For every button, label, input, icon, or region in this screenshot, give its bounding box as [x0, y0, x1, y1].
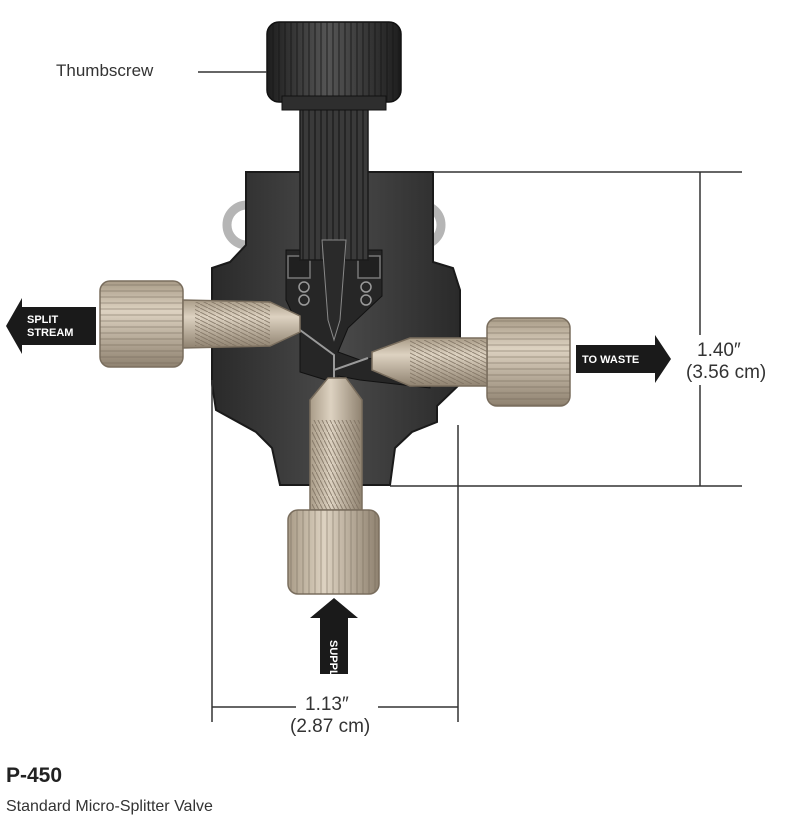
- width-cm: (2.87 cm): [290, 716, 370, 737]
- bottom-fitting: [287, 377, 380, 595]
- supply-arrow: SUPPLY: [310, 598, 358, 684]
- to-waste-label: TO WASTE: [582, 354, 639, 366]
- thumbscrew-stem: [299, 99, 369, 342]
- thumbscrew-label: Thumbscrew: [56, 61, 154, 80]
- left-fitting: [99, 280, 301, 368]
- thumbscrew-cap[interactable]: [266, 21, 402, 111]
- width-inches: 1.13″: [305, 694, 349, 715]
- supply-label: SUPPLY: [327, 640, 339, 684]
- height-dimension: 1.40″ (3.56 cm): [390, 171, 766, 487]
- product-description: Standard Micro-Splitter Valve: [6, 798, 213, 815]
- right-fitting: [371, 317, 571, 407]
- height-cm: (3.56 cm): [686, 362, 766, 383]
- width-dimension: 1.13″ (2.87 cm): [211, 380, 459, 737]
- part-number: P-450: [6, 764, 63, 787]
- thumbscrew-callout: Thumbscrew: [56, 61, 267, 80]
- split-stream-arrow: SPLIT STREAM: [6, 298, 96, 354]
- split-stream-label-2: STREAM: [27, 327, 73, 339]
- split-stream-label-1: SPLIT: [27, 314, 58, 326]
- height-inches: 1.40″: [697, 340, 741, 361]
- to-waste-arrow: TO WASTE: [576, 335, 671, 383]
